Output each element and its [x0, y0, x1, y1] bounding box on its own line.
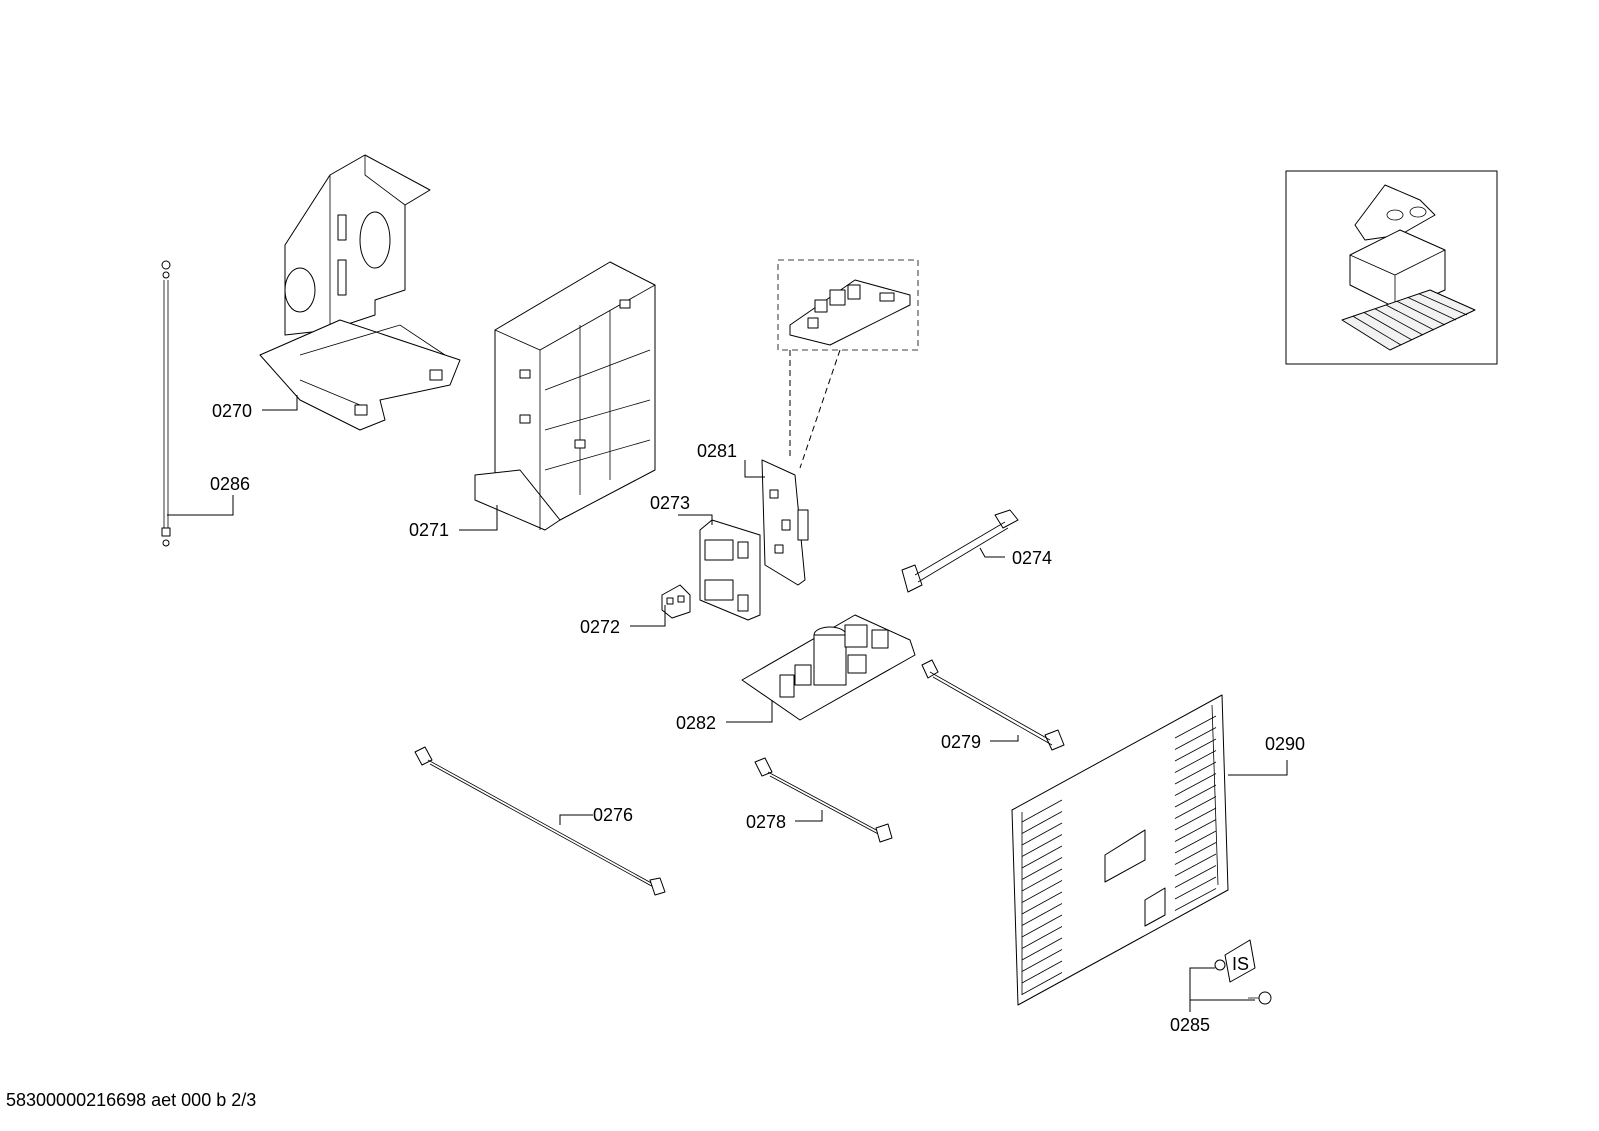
grille-slat-left [1021, 914, 1063, 938]
grille-slat-right [1174, 738, 1217, 762]
thumb-grid-line [1407, 297, 1457, 321]
grille-slat-right [1174, 796, 1217, 819]
grille-slat-right [1174, 807, 1217, 831]
part-0273-relay-board [699, 519, 761, 621]
part-0270-bracket [259, 154, 461, 431]
part-0290-panel [1011, 694, 1229, 1006]
leader-lines [167, 395, 1288, 1012]
part-0272-clip [661, 584, 691, 619]
thumb-grid-line [1374, 308, 1424, 336]
grille-slat-right [1174, 842, 1217, 865]
grille-slat-left [1021, 834, 1063, 857]
grille-slat-right [1174, 715, 1217, 739]
grille-slat-right [1174, 761, 1217, 785]
callout-0273: 0273 [650, 493, 690, 513]
grille-slat-left [1021, 822, 1063, 846]
grille-slat-left [1021, 845, 1063, 869]
grille-slat-left [1021, 891, 1063, 915]
grille-slat-right [1174, 830, 1217, 854]
callout-0285: 0285 [1170, 1015, 1210, 1035]
part-0274-ribbon-cable [901, 509, 1019, 593]
grille-slat-left [1021, 868, 1063, 892]
callout-0276: 0276 [593, 805, 633, 825]
part-0285-plate-and-screw: IS [1214, 939, 1272, 1005]
svg-text:IS: IS [1232, 954, 1249, 974]
thumb-grid-line [1363, 312, 1413, 341]
part-0281-control-board [761, 259, 919, 586]
thumb-grid-line [1418, 293, 1468, 316]
part-0279-cable [921, 659, 1065, 751]
grille-slat-right [1174, 750, 1217, 773]
grille-slat-right [1174, 784, 1217, 808]
grille-slat-left [1021, 926, 1063, 949]
grille-slat-left [1021, 799, 1063, 823]
grille-slat-left [1021, 811, 1063, 834]
overview-thumbnail [1285, 170, 1498, 365]
grille-slat-right [1174, 876, 1217, 900]
grille-slat-left [1021, 857, 1063, 880]
grille-slat-left [1021, 949, 1063, 972]
grille-slat-right [1174, 727, 1217, 750]
part-0271-housing [474, 261, 656, 531]
part-0278-cable [754, 757, 893, 843]
callout-0279: 0279 [941, 732, 981, 752]
grille-slat-right [1174, 819, 1217, 842]
callout-0281: 0281 [697, 441, 737, 461]
callouts: 0270 0286 0271 0281 0273 0274 0272 0282 … [210, 401, 1305, 1035]
grille-slat-right [1174, 865, 1217, 888]
grille-slat-left [1021, 903, 1063, 926]
document-id-footer: 58300000216698 aet 000 b 2/3 [6, 1090, 257, 1110]
callout-0282: 0282 [676, 713, 716, 733]
grille-slat-left [1021, 972, 1063, 995]
part-0276-wire [414, 746, 666, 896]
thumb-grid-line [1385, 304, 1435, 331]
part-0282-power-board [741, 614, 916, 721]
callout-0286: 0286 [210, 474, 250, 494]
thumb-grid-line [1396, 300, 1446, 326]
grille-slat-right [1174, 773, 1217, 796]
part-0286-ground-wire [161, 260, 171, 547]
grille-slat-left [1021, 880, 1063, 903]
grille-slat-right [1174, 853, 1217, 877]
thumb-grid-line [1352, 315, 1402, 346]
grille-slat-left [1021, 960, 1063, 984]
callout-0272: 0272 [580, 617, 620, 637]
callout-0290: 0290 [1265, 734, 1305, 754]
callout-0278: 0278 [746, 812, 786, 832]
callout-0270: 0270 [212, 401, 252, 421]
grille-slat-right [1174, 888, 1217, 911]
grille-slat-left [1021, 937, 1063, 961]
callout-0271: 0271 [409, 520, 449, 540]
callout-0274: 0274 [1012, 548, 1052, 568]
